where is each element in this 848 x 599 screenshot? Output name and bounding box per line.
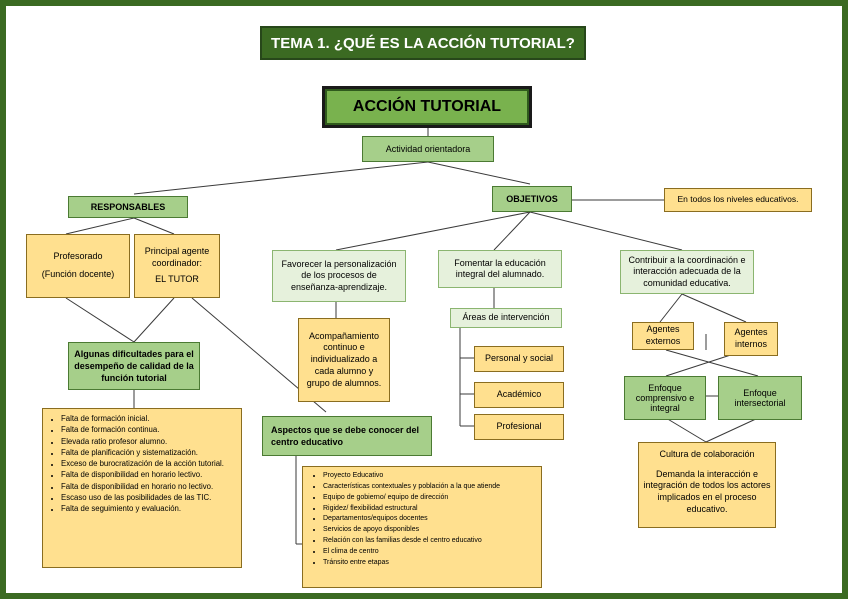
acompanamiento-node: Acompañamiento continuo e individualizad… <box>298 318 390 402</box>
dificultad-item: Falta de seguimiento y evaluación. <box>61 503 235 514</box>
principal-node: Principal agente coordinador: EL TUTOR <box>134 234 220 298</box>
connector-objetivos-obj3 <box>529 211 683 251</box>
aspecto-item: Relación con las familias desde el centr… <box>323 536 535 547</box>
areas-title: Áreas de intervención <box>450 308 562 328</box>
responsables-node: RESPONSABLES <box>68 196 188 218</box>
tutor-label: EL TUTOR <box>155 273 199 284</box>
principal-agente-label: Principal agente coordinador: <box>144 246 210 269</box>
aspectos-title: Aspectos que se debe conocer del centro … <box>262 416 432 456</box>
connector-intersectorial-cultura <box>705 417 759 443</box>
aspecto-item: Características contextuales y población… <box>323 482 535 493</box>
connector-profesorado-dificultades <box>65 297 135 343</box>
profesorado-label: Profesorado <box>53 251 103 262</box>
dificultad-item: Falta de disponibilidad en horario no le… <box>61 481 235 492</box>
connector-responsables-principal <box>133 217 175 235</box>
connector-objetivos-obj2 <box>493 211 531 251</box>
dificultad-item: Escaso uso de las posibilidades de las T… <box>61 492 235 503</box>
connector-obj3-externos <box>659 293 683 323</box>
dificultades-list-box: Falta de formación inicial.Falta de form… <box>42 408 242 568</box>
aspectos-list: Proyecto EducativoCaracterísticas contex… <box>303 467 541 573</box>
aspecto-item: El clima de centro <box>323 547 535 558</box>
niveles-node: En todos los niveles educativos. <box>664 188 812 212</box>
connector-responsables-profesorado <box>65 217 135 235</box>
dificultad-item: Falta de formación inicial. <box>61 413 235 424</box>
aspecto-item: Departamentos/equipos docentes <box>323 514 535 525</box>
agentes-externos-node: Agentes externos <box>632 322 694 350</box>
objetivo-coordinacion: Contribuir a la coordinación e interacci… <box>620 250 754 294</box>
dificultad-item: Falta de formación continua. <box>61 424 235 435</box>
cultura-text: Demanda la interacción e integración de … <box>643 468 771 514</box>
actividad-node: Actividad orientadora <box>362 136 494 162</box>
connector-obj3-internos <box>681 293 747 323</box>
profesorado-node: Profesorado (Función docente) <box>26 234 130 298</box>
area-profesional: Profesional <box>474 414 564 440</box>
aspecto-item: Rigidez/ flexibilidad estructural <box>323 504 535 515</box>
enfoque-intersectorial-node: Enfoque intersectorial <box>718 376 802 420</box>
dificultad-item: Elevada ratio profesor alumno. <box>61 436 235 447</box>
agentes-internos-node: Agentes internos <box>724 322 778 356</box>
dificultades-title: Algunas dificultades para el desempeño d… <box>68 342 200 390</box>
funcion-docente-label: (Función docente) <box>41 269 115 279</box>
page-title: TEMA 1. ¿QUÉ ES LA ACCIÓN TUTORIAL? <box>260 26 586 60</box>
connector-actividad-responsables <box>133 161 429 195</box>
objetivo-personalizacion: Favorecer la personalización de los proc… <box>272 250 406 302</box>
connector-lines <box>65 128 759 545</box>
connector-actividad-objetivos <box>427 161 531 185</box>
dificultad-item: Exceso de burocratización de la acción t… <box>61 458 235 469</box>
connector-comprensivo-cultura <box>665 417 707 443</box>
aspecto-item: Tránsito entre etapas <box>323 558 535 569</box>
cultura-title: Cultura de colaboración <box>659 449 755 459</box>
objetivos-node: OBJETIVOS <box>492 186 572 212</box>
dificultad-item: Falta de planificación y sistematización… <box>61 447 235 458</box>
enfoque-comprensivo-node: Enfoque comprensivo e integral <box>624 376 706 420</box>
area-personal-social: Personal y social <box>474 346 564 372</box>
main-concept: ACCIÓN TUTORIAL <box>322 86 532 128</box>
area-academico: Académico <box>474 382 564 408</box>
dificultad-item: Falta de disponibilidad en horario lecti… <box>61 469 235 480</box>
cultura-node: Cultura de colaboración Demanda la inter… <box>638 442 776 528</box>
aspectos-list-box: Proyecto EducativoCaracterísticas contex… <box>302 466 542 588</box>
objetivo-educacion-integral: Fomentar la educación integral del alumn… <box>438 250 562 288</box>
connector-principal-dificultades <box>133 297 175 343</box>
aspecto-item: Servicios de apoyo disponibles <box>323 525 535 536</box>
aspecto-item: Equipo de gobierno/ equipo de dirección <box>323 493 535 504</box>
aspecto-item: Proyecto Educativo <box>323 471 535 482</box>
connector-externos-intersectorial <box>665 349 759 377</box>
connector-objetivos-obj1 <box>335 211 531 251</box>
dificultades-list: Falta de formación inicial.Falta de form… <box>43 409 241 519</box>
